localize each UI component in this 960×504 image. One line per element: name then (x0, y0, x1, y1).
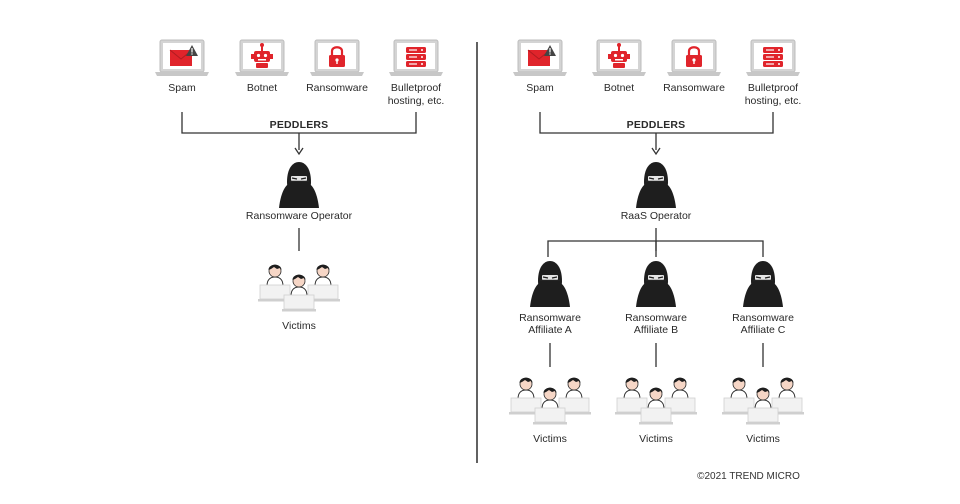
affiliate-c-label-line1: Ransomware (732, 312, 794, 324)
victims-a-label: Victims (533, 433, 567, 445)
victims-label: Victims (282, 320, 316, 332)
botnet-laptop-icon (234, 39, 290, 77)
peddler-label-botnet: Botnet (246, 82, 278, 94)
copyright-label: ©2021 TREND MICRO (697, 471, 800, 482)
peddler-label-spam: Spam (168, 82, 196, 94)
peddlers-heading: PEDDLERS (269, 119, 329, 131)
operator-hood-icon (278, 161, 320, 209)
affiliate-a-label-line1: Ransomware (519, 312, 581, 324)
peddler-label-botnet: Botnet (603, 82, 635, 94)
botnet-laptop-icon (591, 39, 647, 77)
right-panel (509, 39, 804, 425)
affiliate-b-label-line1: Ransomware (625, 312, 687, 324)
victims-a-icon (509, 378, 591, 425)
peddler-label-ransomware: Ransomware (663, 82, 725, 94)
operator-label: Ransomware Operator (245, 210, 353, 222)
victims-b-icon (615, 378, 697, 425)
spam-laptop-icon (512, 39, 568, 77)
victims-icon (258, 265, 340, 312)
peddler-label-bulletproof: Bulletproof hosting, etc. (744, 82, 802, 107)
raas-operator-hood-icon (635, 161, 677, 209)
affiliate-tree (547, 228, 764, 257)
server-laptop-icon (745, 39, 801, 77)
peddler-label-ransomware: Ransomware (306, 82, 368, 94)
affiliate-b-hood-icon (635, 260, 677, 308)
raas-operator-label: RaaS Operator (620, 210, 692, 222)
victims-b-label: Victims (639, 433, 673, 445)
affiliate-c-label-line2: Affiliate C (740, 324, 786, 336)
affiliate-c-hood-icon (742, 260, 784, 308)
peddler-label-bulletproof: Bulletproof hosting, etc. (387, 82, 445, 107)
victims-c-icon (722, 378, 804, 425)
affiliate-b-label-line2: Affiliate B (633, 324, 679, 336)
ransomware-laptop-icon (309, 39, 365, 77)
spam-laptop-icon (154, 39, 210, 77)
ransomware-laptop-icon (666, 39, 722, 77)
affiliate-a-label-line2: Affiliate A (528, 324, 572, 336)
victims-c-label: Victims (746, 433, 780, 445)
peddlers-heading: PEDDLERS (626, 119, 686, 131)
server-laptop-icon (388, 39, 444, 77)
left-panel (154, 39, 444, 312)
peddler-label-spam: Spam (526, 82, 554, 94)
affiliate-a-hood-icon (529, 260, 571, 308)
